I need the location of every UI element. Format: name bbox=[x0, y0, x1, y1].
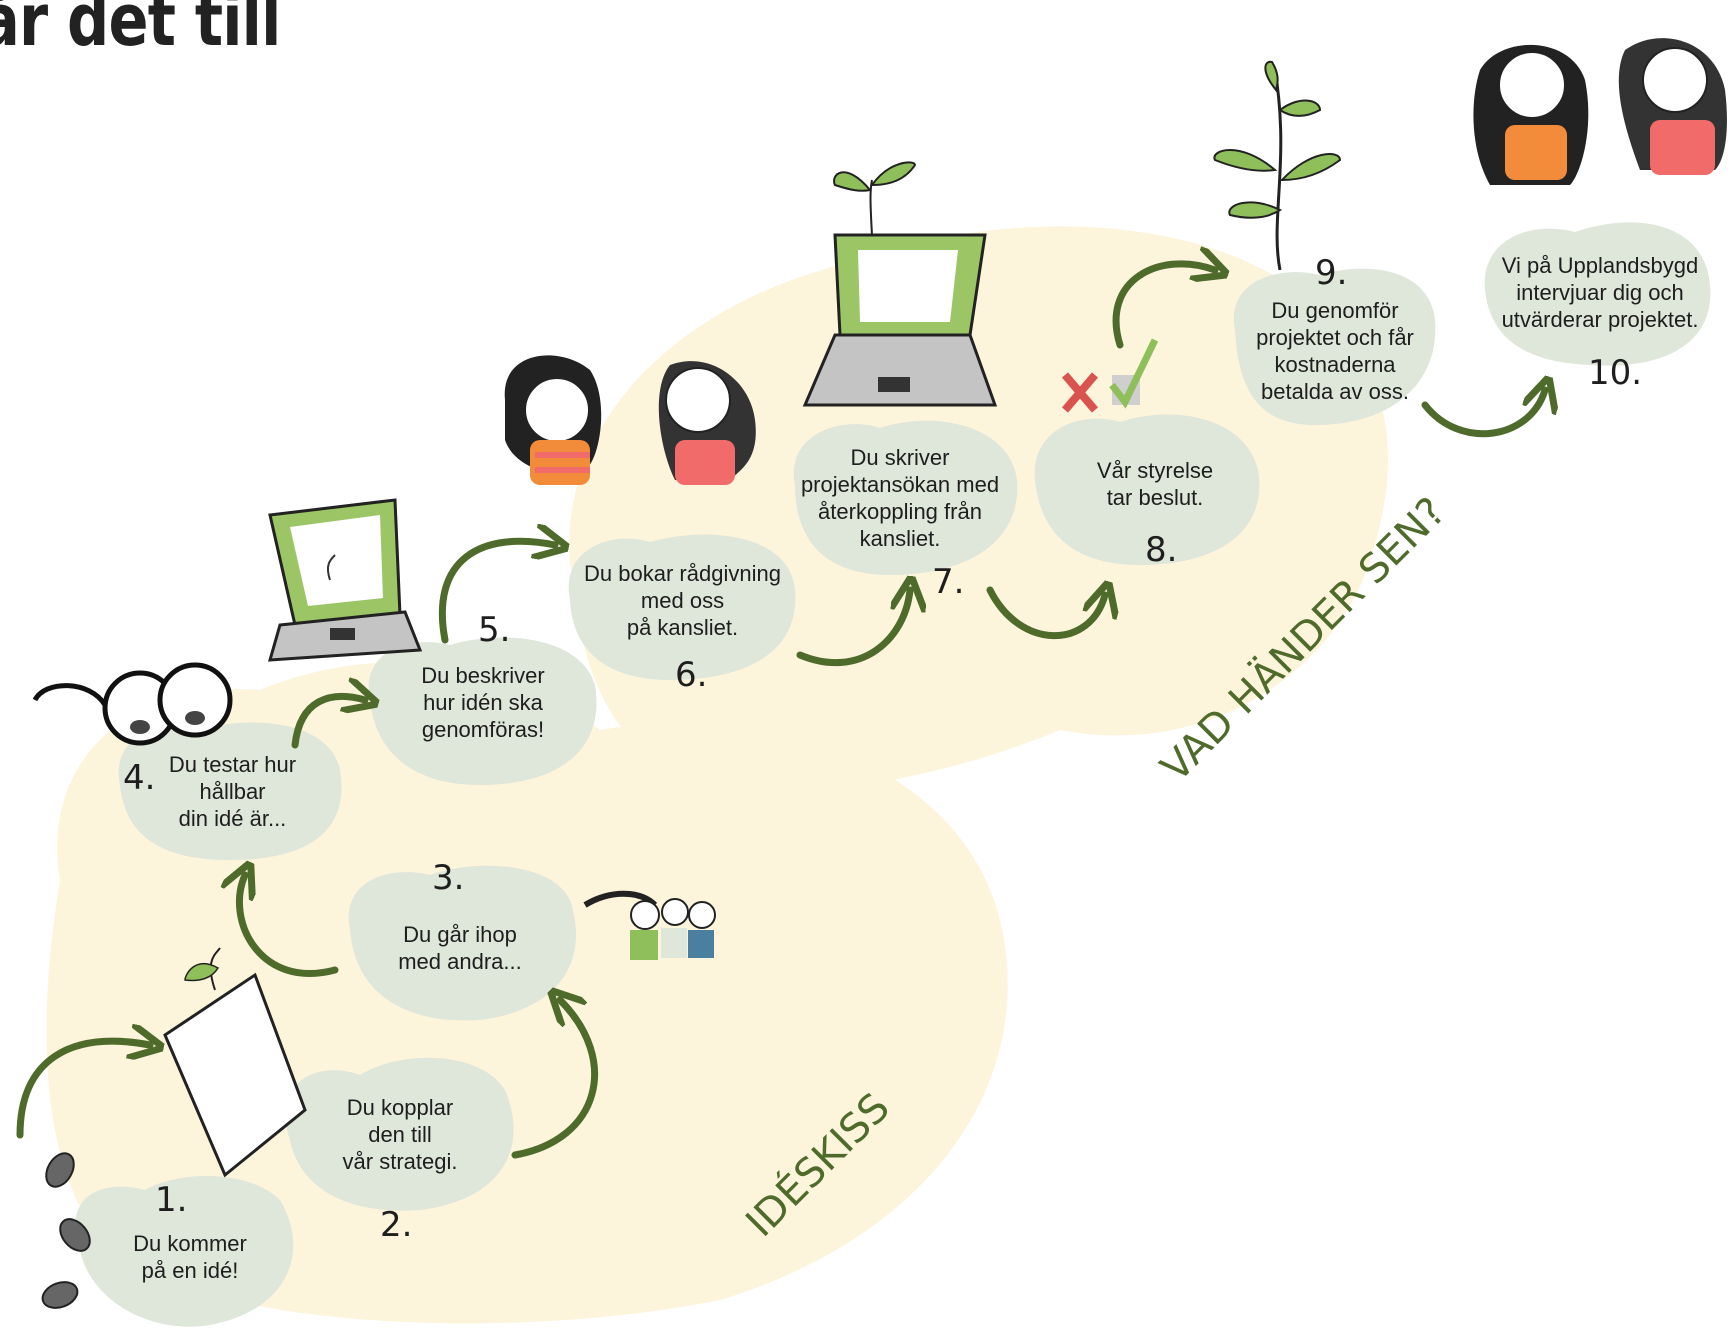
laptop-icon bbox=[802, 161, 998, 407]
arrow-6-to-7 bbox=[796, 590, 910, 667]
booklet-icon bbox=[163, 947, 307, 1178]
bubble-2 bbox=[285, 1057, 514, 1211]
arrow-2-to-3 bbox=[511, 1000, 599, 1159]
step-10-number: 10. bbox=[1588, 353, 1643, 393]
people-group-icon bbox=[583, 890, 716, 960]
step-5-text: Du beskriver hur idén ska genomföras! bbox=[421, 663, 545, 742]
arrow-8-to-9 bbox=[1112, 264, 1215, 349]
step-2-text: Du kopplar den till vår strategi. bbox=[342, 1095, 458, 1174]
step-4-number: 4. bbox=[123, 758, 156, 798]
step-6-number: 6. bbox=[675, 655, 708, 695]
arrow-7-to-8 bbox=[986, 590, 1105, 640]
bubble-7 bbox=[793, 420, 1018, 575]
bubble-4 bbox=[118, 722, 342, 860]
person-icon bbox=[1473, 38, 1727, 185]
bubble-5 bbox=[368, 637, 597, 785]
bubble-8 bbox=[1034, 414, 1260, 565]
decision-check-icon bbox=[1061, 338, 1159, 413]
step-7-number: 7. bbox=[932, 562, 965, 602]
step-7-text: Du skriver projektansökan med återkoppli… bbox=[800, 445, 1000, 551]
person-icon bbox=[504, 355, 756, 485]
step-5-number: 5. bbox=[478, 610, 511, 650]
step-3-text: Du går ihop med andra... bbox=[398, 922, 522, 974]
bubble-1 bbox=[75, 1176, 294, 1327]
step-8-number: 8. bbox=[1145, 530, 1178, 570]
step-10-text: Vi på Upplandsbygd intervjuar dig och ut… bbox=[1501, 253, 1699, 332]
bubble-10 bbox=[1484, 222, 1711, 366]
seed-icon bbox=[41, 1152, 91, 1309]
arrows bbox=[16, 264, 1545, 1159]
arrow-9-to-10 bbox=[1421, 390, 1545, 438]
step-9-text: Du genomför projektet och får kostnadern… bbox=[1256, 298, 1414, 404]
bubble-9 bbox=[1233, 268, 1436, 425]
arrow-seed-to-1 bbox=[16, 1041, 150, 1139]
page-title: år det till bbox=[0, 0, 281, 62]
bubbles bbox=[75, 222, 1711, 1327]
step-1-text: Du kommer på en idé! bbox=[133, 1231, 247, 1283]
step-2-number: 2. bbox=[380, 1205, 413, 1245]
glasses-icon bbox=[32, 662, 233, 746]
step-3-number: 3. bbox=[432, 858, 465, 898]
step-9-number: 9. bbox=[1315, 253, 1348, 293]
arrow-3-to-4 bbox=[239, 875, 339, 977]
step-4-text: Du testar hur hållbar din idé är... bbox=[168, 752, 297, 831]
step-8-text: Vår styrelse tar beslut. bbox=[1096, 458, 1214, 510]
arrow-4-to-5 bbox=[291, 696, 365, 749]
laptop-icon bbox=[267, 498, 423, 662]
step-1-number: 1. bbox=[155, 1180, 188, 1220]
arrow-5-to-6 bbox=[438, 541, 555, 644]
step-6-text: Du bokar rådgivning med oss på kansliet. bbox=[584, 561, 781, 640]
plant-icon bbox=[1213, 60, 1342, 271]
bubble-3 bbox=[348, 865, 576, 1021]
bubble-6 bbox=[568, 534, 796, 680]
